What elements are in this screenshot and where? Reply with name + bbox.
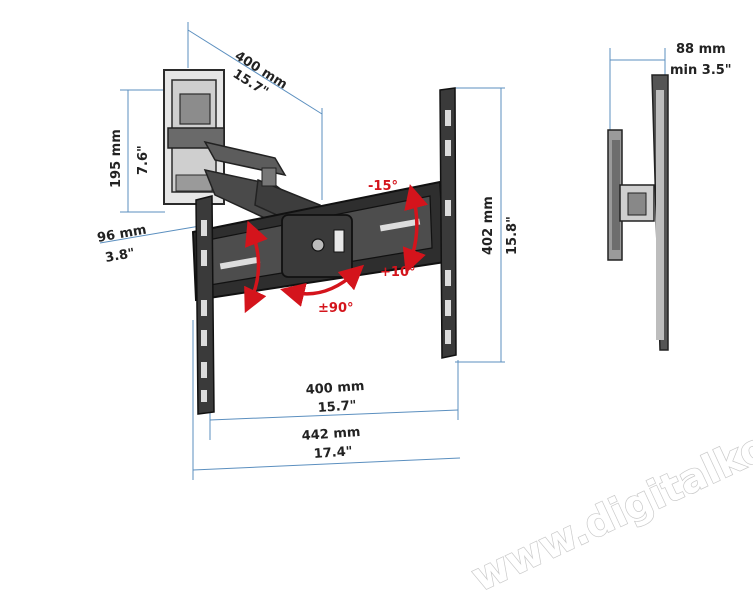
wallplate-height-mm: 195 mm [109, 129, 124, 188]
adjustment-arrows [244, 184, 428, 314]
wallplate-height-in: 7.6" [136, 145, 151, 175]
tilt-up-label: -15° [368, 179, 398, 194]
profile-depth-in: min 3.5" [670, 63, 732, 78]
swivel-label: ±90° [318, 301, 353, 316]
wallplate-offset-mm: 96 mm [96, 223, 148, 246]
tilt-down-label: +10° [380, 265, 415, 280]
profile-depth-mm: 88 mm [676, 42, 726, 57]
vesa-width-in: 15.7" [317, 398, 357, 416]
watermark: www.digitalko.hu [465, 393, 753, 601]
vesa-width-mm: 400 mm [305, 379, 365, 398]
total-width-in: 17.4" [313, 444, 353, 462]
vesa-height-mm: 402 mm [481, 196, 496, 255]
mount-front-view [163, 69, 457, 415]
wallplate-offset-in: 3.8" [104, 246, 136, 266]
total-width-mm: 442 mm [301, 425, 361, 444]
vesa-height-in: 15.8" [505, 216, 520, 255]
mount-side-view [607, 74, 669, 351]
